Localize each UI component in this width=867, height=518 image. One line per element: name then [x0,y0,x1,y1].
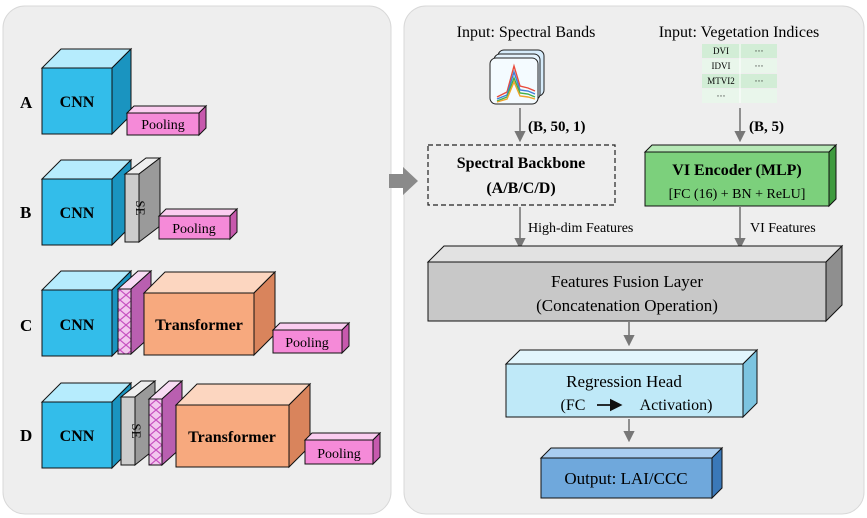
vi-row-3-name: MTVI2 [707,76,735,86]
vi-encoder-box: VI Encoder (MLP) [FC (16) + BN + ReLU] [643,143,838,208]
variant-d-transformer-label: Transformer [188,429,276,446]
variant-a-pooling-block: Pooling [125,104,208,137]
fusion-title: Features Fusion Layer [551,272,703,291]
vi-encoder-subtitle: [FC (16) + BN + ReLU] [669,187,806,202]
regression-title: Regression Head [566,372,682,391]
variant-c-pooling-block: Pooling [271,321,351,355]
variant-d-pooling-block: Pooling [303,431,382,466]
vi-encoder-title: VI Encoder (MLP) [672,162,801,179]
vi-row-3-value: ··· [755,76,764,86]
variant-a: A CNN Pooling [20,47,208,137]
vi-row-1-value: ··· [755,46,764,56]
variant-b-letter: B [20,203,31,222]
backbone-subtitle: (A/B/C/D) [486,180,555,197]
regression-activation-label: Activation) [640,397,713,414]
vi-features-label: VI Features [750,221,816,236]
variant-c-transformer-block: Transformer [142,270,277,357]
variant-b-cnn-label: CNN [60,205,95,222]
variant-d-se-label: SE [129,423,144,438]
variant-b-se-label: SE [133,200,148,215]
high-dim-features-label: High-dim Features [528,221,633,236]
output-label: Output: LAI/CCC [564,469,687,488]
vi-row-2-value: ··· [755,61,764,71]
spectral-backbone-box: Spectral Backbone (A/B/C/D) [427,144,616,206]
variant-d-pooling-label: Pooling [317,447,361,462]
variant-d-cnn-label: CNN [60,428,95,445]
variant-d: D CNN SE Transformer Pooli [20,379,382,470]
regression-head-box: Regression Head (FC Activation) [504,348,759,419]
variant-c-letter: C [20,316,32,335]
variant-c-pooling-label: Pooling [285,336,329,351]
variant-d-cnn-block: CNN [40,381,133,470]
shape-spectral-label: (B, 50, 1) [528,119,586,135]
variant-d-attention-block [147,379,184,467]
panel-link-arrow [389,167,418,195]
variant-b-pooling-label: Pooling [172,222,216,237]
regression-fc-label: (FC [561,397,586,414]
variant-a-cnn-label: CNN [60,94,95,111]
variant-b-cnn-block: CNN [40,158,133,247]
shape-vi-label: (B, 5) [749,119,784,135]
spectral-bands-icon [489,49,545,105]
variant-b-se-block: SE [123,156,162,244]
variant-c-transformer-label: Transformer [155,317,243,334]
variant-c-cnn-block: CNN [40,269,133,358]
fusion-layer-box: Features Fusion Layer (Concatenation Ope… [426,244,844,323]
variant-a-pooling-label: Pooling [141,118,185,133]
variant-d-letter: D [20,426,32,445]
variant-c: C CNN Transformer Pooling [20,269,351,358]
variant-d-transformer-block: Transformer [174,382,312,469]
input-vi-title: Input: Vegetation Indices [659,24,820,41]
vi-row-2-name: IDVI [712,61,731,71]
variant-c-cnn-label: CNN [60,317,95,334]
vi-row-1-name: DVI [713,46,729,56]
input-spectral-title: Input: Spectral Bands [457,24,596,41]
fusion-subtitle: (Concatenation Operation) [536,296,718,315]
vi-row-4-name: ··· [717,91,726,101]
variant-a-letter: A [20,93,33,112]
backbone-title: Spectral Backbone [457,155,585,172]
output-box: Output: LAI/CCC [539,446,724,500]
variant-b: B CNN SE Pooling [20,156,239,247]
variant-a-cnn-block: CNN [40,47,133,136]
variant-b-pooling-block: Pooling [157,207,239,241]
vi-table: DVI ··· IDVI ··· MTVI2 ··· ··· [702,44,777,103]
